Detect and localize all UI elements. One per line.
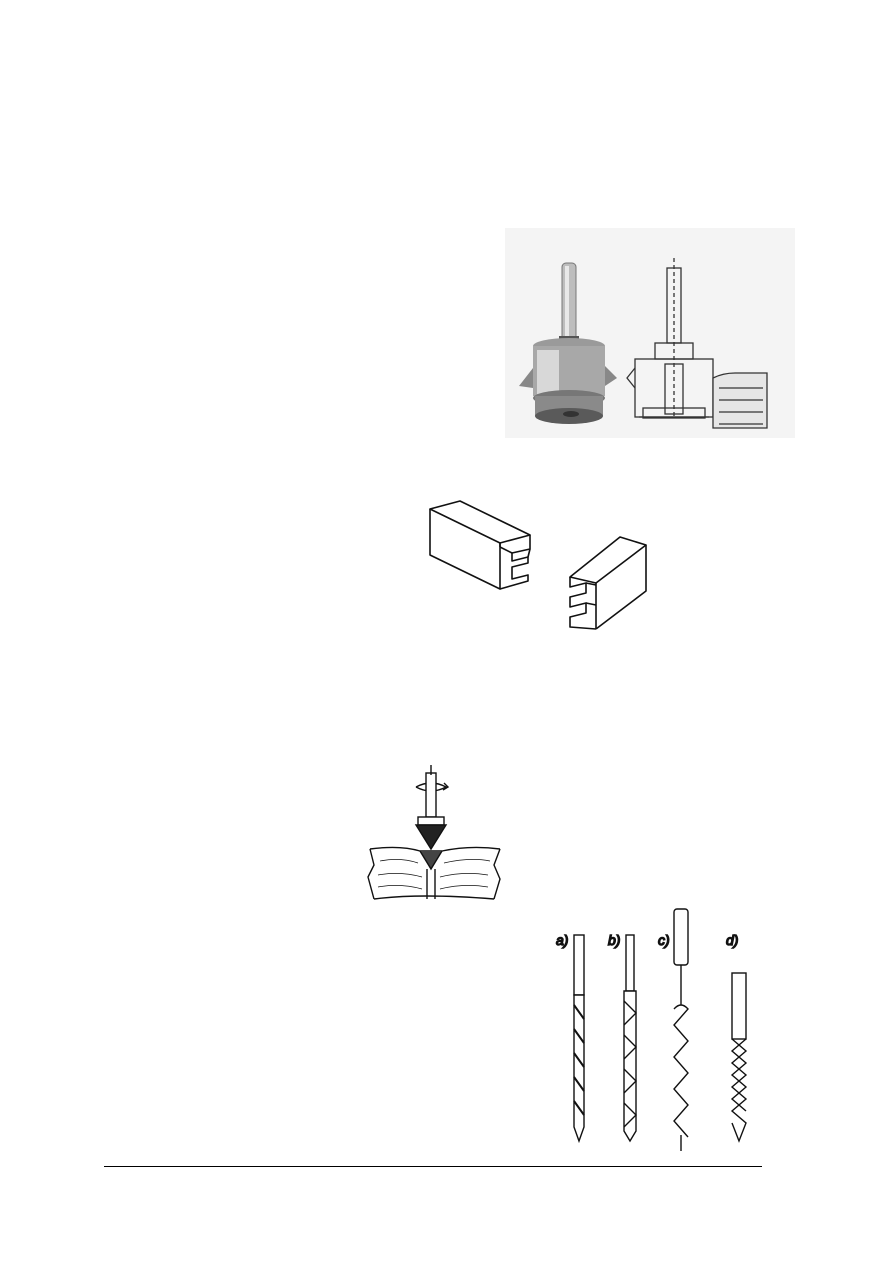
footer-rule [104,1166,762,1167]
joint-right-piece [569,536,647,630]
drill-bits-figure: a) b) c) d) [550,905,765,1155]
drill-label-b: b) [608,932,620,948]
drill-label-c: c) [658,932,670,948]
finger-joint-figure [420,497,655,637]
router-bit-section [626,258,768,429]
router-bit-photo [519,262,617,424]
joint-left-piece [429,500,531,590]
drill-label-d: d) [726,932,738,948]
router-bit-figure [505,228,795,438]
wood-block [367,846,501,900]
drill-bit-c [673,908,689,1151]
rotation-arrow-icon [415,782,450,792]
drill-bit-a [573,934,585,1144]
drill-bit-d [730,972,748,1143]
countersink-bit [414,765,448,851]
drill-bit-b [623,934,637,1143]
drill-label-a: a) [556,932,568,948]
countersink-figure [360,765,502,905]
